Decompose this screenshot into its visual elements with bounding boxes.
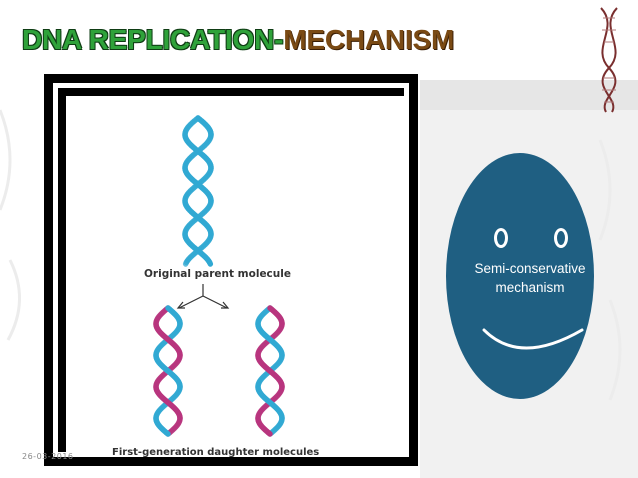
left-eye-icon (494, 228, 508, 248)
strand-b-segment (194, 147, 202, 155)
strand-a-segment (267, 368, 275, 376)
slide-date: 26-03-2016 (22, 452, 74, 461)
title-part-mechanism: MECHANISM (283, 24, 455, 55)
strand-a-segment (267, 305, 275, 313)
slide-title: DNA REPLICATION-MECHANISM (22, 26, 454, 54)
strand-b-segment (194, 214, 203, 222)
dna-logo-icon (600, 7, 618, 113)
strand-a-segment (165, 368, 173, 376)
replication-diagram: Original parent molecule First-generatio… (66, 96, 406, 458)
strand-a-segment (265, 429, 273, 437)
strand-a-segment (163, 429, 171, 437)
helix-drawing (153, 115, 285, 437)
split-arrows (176, 284, 230, 309)
daughter-molecules-label: First-generation daughter molecules (112, 447, 320, 458)
right-eye-icon (554, 228, 568, 248)
strand-a-segment (195, 181, 203, 189)
strand-b-segment (166, 337, 174, 345)
strand-b-segment (166, 400, 174, 408)
strand-b-segment (182, 259, 190, 267)
strand-a-segment (165, 305, 173, 313)
smiley-caption: Semi-conservative mechanism (474, 261, 586, 295)
strand-a-segment (195, 115, 203, 123)
daughter-helix-left (153, 305, 183, 437)
title-part-dna-replication: DNA REPLICATION- (22, 24, 284, 55)
strand-b-segment (268, 400, 276, 408)
diagram-frame: Original parent molecule First-generatio… (44, 74, 418, 466)
daughter-helix-right (255, 305, 285, 437)
strand-a-segment (195, 248, 204, 256)
parent-helix (182, 115, 214, 267)
parent-molecule-label: Original parent molecule (144, 268, 291, 280)
smiley-face (446, 153, 594, 399)
strand-b-segment (268, 337, 276, 345)
